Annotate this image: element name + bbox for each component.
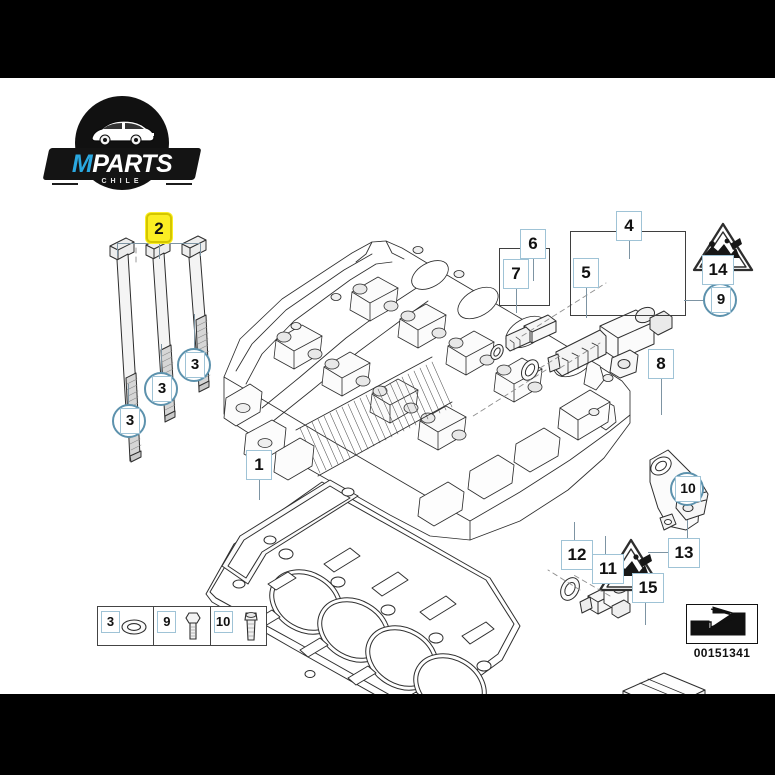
legend-number-9: 9: [157, 611, 177, 633]
callout-5[interactable]: 5: [573, 258, 599, 288]
repair-kit-box-part-15: [622, 672, 706, 694]
callout-3-a[interactable]: 3: [112, 404, 146, 438]
legend-cell-hexbolt[interactable]: 9: [154, 607, 211, 645]
logo-wordmark: MPARTS: [46, 148, 198, 180]
callout-15[interactable]: 15: [632, 573, 664, 603]
callout-9[interactable]: 9: [703, 283, 737, 317]
callout-10-label: 10: [675, 476, 701, 502]
mparts-chile-logo: MPARTS CHILE: [42, 96, 202, 190]
hex-bolt-icon: [185, 612, 201, 640]
leader-3a: [128, 384, 130, 404]
callout-3-b[interactable]: 3: [144, 372, 178, 406]
callout-12[interactable]: 12: [561, 540, 593, 570]
callout-2[interactable]: 2: [146, 213, 172, 243]
leader-8: [661, 379, 663, 415]
leader-2: [159, 243, 161, 259]
leader-10: [687, 520, 689, 540]
leader-6: [533, 259, 535, 281]
callout-13[interactable]: 13: [668, 538, 700, 568]
callout-4[interactable]: 4: [616, 211, 642, 241]
leader-2-bar: [117, 243, 201, 245]
callout-14[interactable]: 14: [702, 255, 734, 285]
leader-15: [645, 603, 647, 625]
direction-arrow-box: [686, 604, 758, 644]
legend-number-10: 10: [213, 611, 233, 633]
o-ring-part-5: [520, 359, 540, 381]
torx-bolt-icon: [244, 612, 258, 641]
small-parts-legend: 3 9 10: [97, 606, 267, 646]
arrow-icon: [690, 606, 746, 636]
callout-3-b-label: 3: [152, 376, 172, 402]
callout-3-c[interactable]: 3: [177, 348, 211, 382]
callout-3-c-label: 3: [185, 352, 205, 378]
leader-9: [684, 300, 704, 302]
legend-cell-torxbolt[interactable]: 10: [211, 607, 266, 645]
drawing-part-number: 00151341: [693, 646, 751, 660]
callout-6[interactable]: 6: [520, 229, 546, 259]
leader-11: [605, 536, 607, 554]
leader-7: [516, 289, 518, 313]
callout-7[interactable]: 7: [503, 259, 529, 289]
oring-icon: [121, 619, 147, 635]
letterbox-bottom: [0, 694, 775, 775]
leader-2-r: [200, 243, 202, 256]
callout-3-a-label: 3: [120, 408, 140, 434]
head-bolt-a: [109, 237, 142, 463]
logo-word-parts: PARTS: [92, 150, 173, 178]
car-icon: [91, 120, 155, 146]
leader-3b: [161, 344, 163, 372]
cylinder-head-gasket: [205, 479, 521, 694]
logo-rule-left: [52, 183, 78, 185]
logo-letter-m: M: [71, 150, 93, 178]
callout-10[interactable]: 10: [670, 472, 704, 506]
leader-3c: [194, 314, 196, 348]
connector-assembly-part-6: [505, 314, 557, 352]
callout-9-label: 9: [711, 287, 731, 313]
leader-13: [648, 552, 668, 554]
leader-4: [629, 241, 631, 259]
o-ring-part-7: [490, 344, 504, 360]
letterbox-top: [0, 0, 775, 78]
legend-number-3: 3: [101, 611, 120, 633]
leader-1: [259, 478, 261, 500]
sealing-ring-part-12: [560, 577, 580, 601]
vanos-solenoid-valve: [547, 306, 673, 379]
leader-12: [574, 522, 576, 540]
logo-rule-right: [166, 183, 192, 185]
diagram-linework: [109, 222, 754, 694]
legend-cell-oring[interactable]: 3: [98, 607, 155, 645]
exploded-parts-drawing: [0, 78, 775, 694]
leader-5: [586, 288, 588, 318]
callout-11[interactable]: 11: [592, 554, 624, 584]
leader-2-l: [117, 243, 119, 256]
callout-8[interactable]: 8: [648, 349, 674, 379]
logo-subtitle: CHILE: [101, 178, 143, 185]
callout-1[interactable]: 1: [246, 450, 272, 480]
